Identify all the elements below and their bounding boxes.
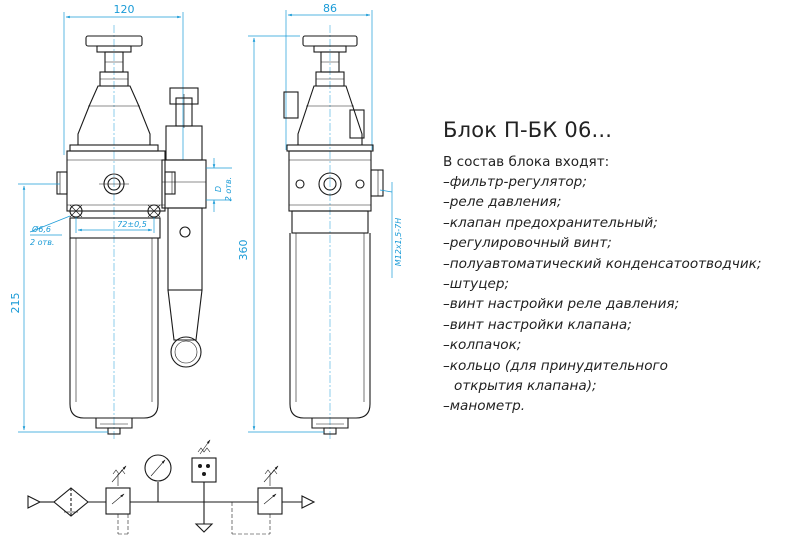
block-title: Блок П-БК 06...: [443, 118, 613, 142]
dim-d-count: 2 отв.: [224, 177, 233, 201]
side-view: 86 M12x1,5-7H: [237, 2, 403, 440]
list-item: –клапан предохранительный;: [443, 214, 658, 231]
dim-width-front: 120: [114, 3, 135, 16]
list-item: –манометр.: [443, 398, 526, 415]
list-item: –фильтр-регулятор;: [443, 174, 587, 190]
list-item: –реле давления;: [443, 194, 562, 211]
dim-hole-dia: Ø6,6: [31, 224, 51, 234]
dim-hole-count: 2 отв.: [30, 238, 54, 247]
dim-spacing: 72±0,5: [117, 220, 147, 229]
list-item: –регулировочный винт;: [443, 235, 612, 252]
list-item: –винт настройки реле давления;: [443, 296, 680, 313]
dim-width-side: 86: [323, 2, 337, 15]
dim-height-side: 360: [237, 240, 250, 261]
dim-thread: M12x1,5-7H: [394, 218, 403, 267]
pneumatic-scheme: [27, 439, 316, 535]
description-block: Блок П-БК 06... В состав блока входят: –…: [443, 118, 803, 417]
list-item: –полуавтоматический конденсатоотводчик;: [443, 255, 762, 272]
list-item: –штуцер;: [443, 276, 510, 293]
list-item: –винт настройки клапана;: [443, 316, 632, 333]
dim-height-front: 215: [9, 293, 22, 314]
component-list: –фильтр-регулятор; –реле давления; –клап…: [443, 172, 803, 417]
composition-intro: В состав блока входят:: [443, 154, 610, 170]
front-view: 120: [9, 3, 233, 440]
dim-d-label: D: [214, 186, 223, 192]
list-item: –колпачок;: [443, 337, 522, 354]
